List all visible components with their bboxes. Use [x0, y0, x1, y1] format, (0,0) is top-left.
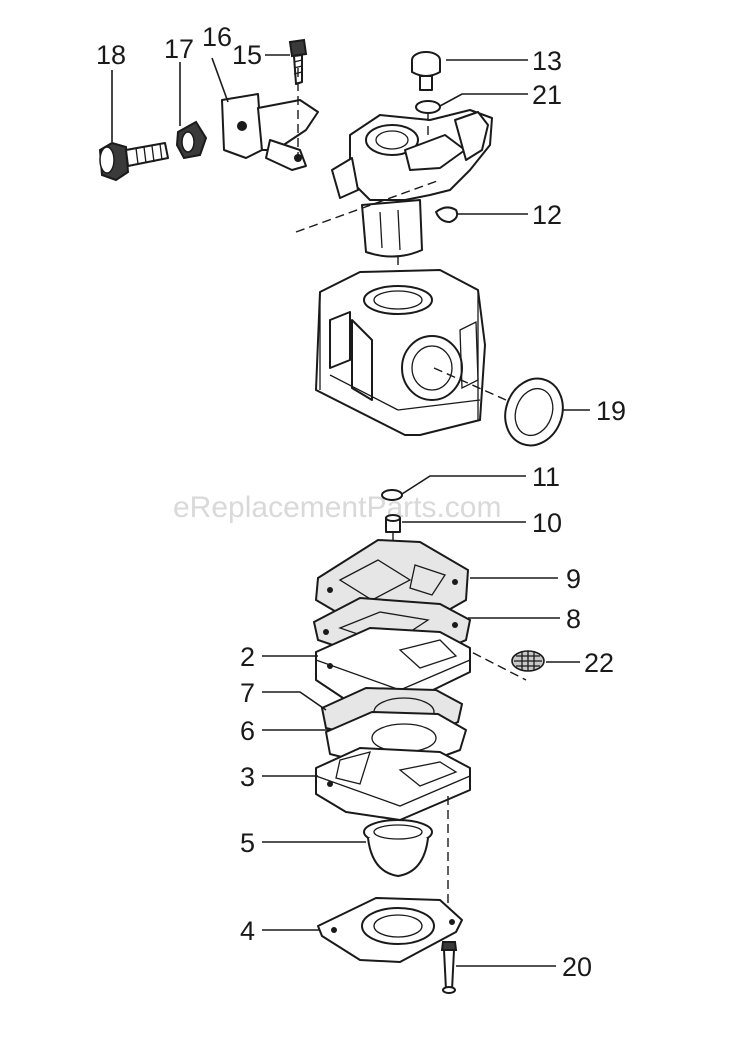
part-5-cup: [363, 819, 433, 877]
part-21-washer: [415, 100, 441, 114]
carburetor-body: [315, 269, 486, 436]
part-19-seal: [504, 377, 564, 447]
part-22-filter: [511, 650, 545, 672]
label-22: 22: [584, 648, 614, 678]
label-8: 8: [566, 604, 581, 634]
part-11-oring: [381, 489, 403, 501]
part-13-screw: [411, 51, 441, 91]
watermark: eReplacementParts.com: [173, 491, 501, 524]
leader-16: [211, 57, 229, 103]
label-10: 10: [532, 508, 562, 538]
part-16-lever-plate: [221, 93, 319, 171]
part-3-metering-body: [315, 747, 471, 821]
part-15-screw: [288, 38, 308, 85]
label-19: 19: [596, 396, 626, 426]
label-18: 18: [96, 40, 126, 70]
leader-7: [262, 691, 327, 711]
label-15: 15: [232, 40, 262, 70]
label-12: 12: [532, 200, 562, 230]
label-2: 2: [240, 642, 255, 672]
label-17: 17: [164, 34, 194, 64]
label-21: 21: [532, 80, 562, 110]
label-5: 5: [240, 828, 255, 858]
label-11: 11: [532, 462, 560, 492]
throttle-body: [331, 109, 493, 258]
label-16: 16: [202, 22, 232, 52]
part-4-cover: [317, 897, 463, 963]
part-10-jet: [385, 514, 401, 533]
label-6: 6: [240, 716, 255, 746]
leader-11: [401, 475, 526, 495]
label-7: 7: [240, 678, 255, 708]
label-9: 9: [566, 564, 581, 594]
alignment-line: [295, 179, 441, 233]
part-20-screw: [440, 941, 458, 994]
leader-21: [439, 93, 528, 107]
part-18-fitting: [98, 141, 169, 182]
label-3: 3: [240, 762, 255, 792]
part-12-clip: [435, 206, 459, 223]
part-17-nut: [175, 120, 208, 160]
label-4: 4: [240, 916, 255, 946]
label-13: 13: [532, 46, 562, 76]
label-20: 20: [562, 952, 592, 982]
